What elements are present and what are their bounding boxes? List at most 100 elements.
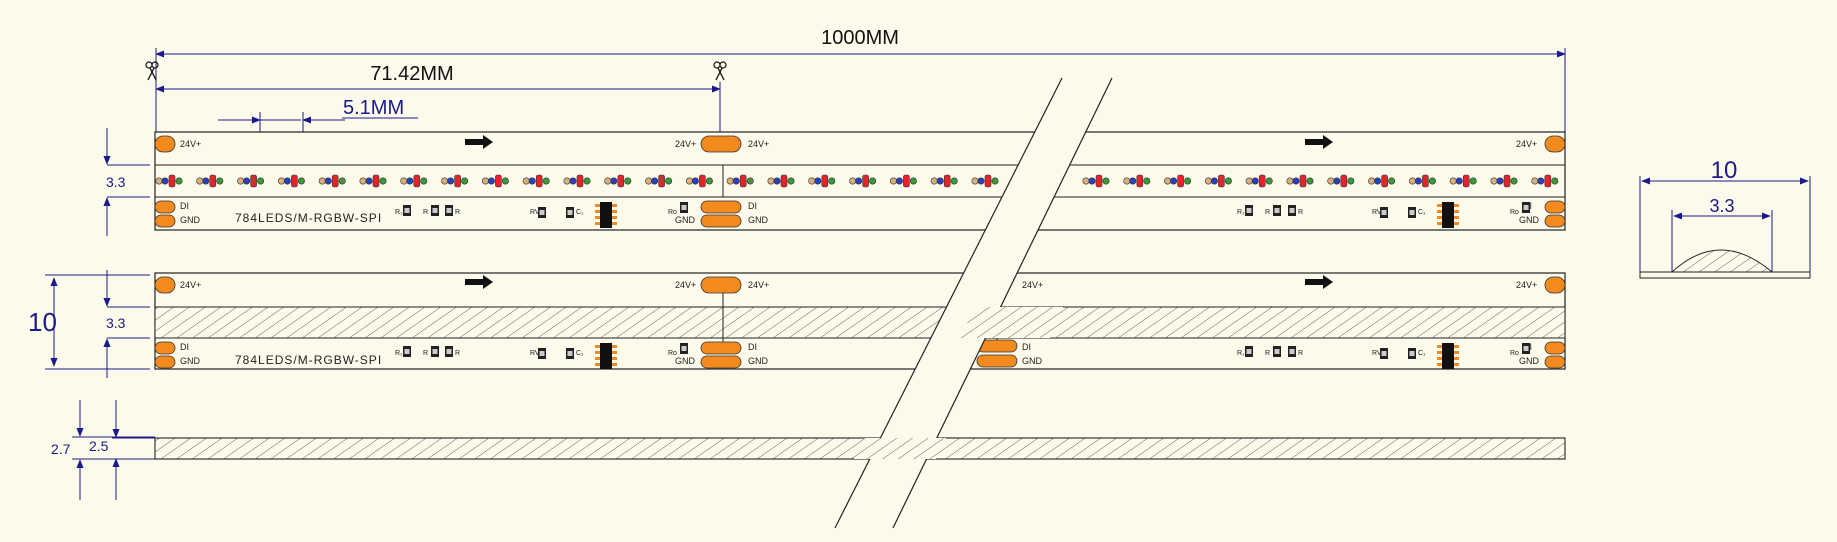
solder-pad bbox=[154, 355, 176, 369]
component-label: C₁ bbox=[1418, 350, 1426, 357]
dimension-led-width-top bbox=[103, 128, 150, 236]
component-label: C₁ bbox=[576, 209, 584, 216]
component-label: RV bbox=[530, 209, 540, 216]
label-positive: 24V+ bbox=[675, 139, 696, 149]
label-positive: 24V+ bbox=[180, 139, 201, 149]
led-chip bbox=[359, 174, 387, 188]
solder-pad bbox=[700, 135, 742, 153]
led-row-top bbox=[155, 174, 1559, 188]
led-chip bbox=[604, 174, 632, 188]
direction-arrow-icon bbox=[1305, 275, 1333, 289]
led-chip bbox=[971, 174, 999, 188]
model-label: 784LEDS/M-RGBW-SPI bbox=[235, 211, 382, 225]
solder-pad bbox=[700, 355, 742, 369]
label-positive: 24V+ bbox=[1516, 280, 1537, 290]
label-data-in: DI bbox=[1022, 342, 1031, 352]
component-label: R₁ bbox=[395, 350, 403, 357]
thickness-inner-label: 2.5 bbox=[89, 438, 109, 454]
label-ground: GND bbox=[675, 356, 696, 366]
component-label: RV bbox=[1372, 350, 1382, 357]
component-label: R bbox=[455, 209, 460, 216]
solder-pad bbox=[1544, 214, 1566, 228]
solder-pad bbox=[154, 200, 176, 214]
component-label: R₁ bbox=[395, 209, 403, 216]
label-data-in: DI bbox=[748, 342, 757, 352]
led-chip bbox=[1245, 174, 1273, 188]
led-chip bbox=[1164, 174, 1192, 188]
solder-pad bbox=[154, 214, 176, 228]
solder-pad bbox=[700, 200, 742, 214]
solder-pad bbox=[1544, 200, 1566, 214]
led-chip bbox=[1449, 174, 1477, 188]
label-positive: 24V+ bbox=[180, 280, 201, 290]
component-label: R₁ bbox=[1237, 350, 1245, 357]
label-ground: GND bbox=[180, 356, 201, 366]
led-chip bbox=[1123, 174, 1151, 188]
solder-pad bbox=[1544, 135, 1566, 153]
led-chip bbox=[1082, 174, 1110, 188]
component-label: RV bbox=[1372, 209, 1382, 216]
wedge-hatch-strip2 bbox=[960, 307, 1063, 338]
led-chip bbox=[522, 174, 550, 188]
led-chip bbox=[1327, 174, 1355, 188]
solder-pad bbox=[154, 276, 176, 294]
component-label: R bbox=[1265, 209, 1270, 216]
component-label: Ro bbox=[1510, 350, 1519, 357]
led-chip bbox=[441, 174, 469, 188]
label-data-in: DI bbox=[748, 201, 757, 211]
pads-top bbox=[154, 135, 1566, 228]
component-label: R bbox=[423, 350, 428, 357]
solder-pad bbox=[700, 276, 742, 294]
label-positive: 24V+ bbox=[748, 280, 769, 290]
component-label: R₁ bbox=[1237, 209, 1245, 216]
led-chip bbox=[889, 174, 917, 188]
solder-pad bbox=[976, 354, 1018, 368]
component-label: Ro bbox=[1510, 209, 1519, 216]
component-label: R bbox=[1298, 209, 1303, 216]
label-ground: GND bbox=[180, 215, 201, 225]
led-chip bbox=[155, 174, 183, 188]
label-ground: GND bbox=[1519, 356, 1540, 366]
dimension-strip-width bbox=[45, 274, 150, 370]
led-chip bbox=[1531, 174, 1559, 188]
led-chip bbox=[685, 174, 713, 188]
component-label: R bbox=[1265, 350, 1270, 357]
solder-pad bbox=[1544, 341, 1566, 355]
label-positive: 24V+ bbox=[675, 280, 696, 290]
solder-pad bbox=[1544, 355, 1566, 369]
component-label: Ro bbox=[668, 350, 677, 357]
ic-chip bbox=[1437, 202, 1459, 228]
label-positive: 24V+ bbox=[748, 139, 769, 149]
led-chip bbox=[400, 174, 428, 188]
led-chip bbox=[481, 174, 509, 188]
led-width-label-mid: 3.3 bbox=[106, 315, 126, 331]
label-ground: GND bbox=[748, 356, 769, 366]
direction-arrow-icon bbox=[1305, 135, 1333, 149]
label-positive: 24V+ bbox=[1516, 139, 1537, 149]
dimension-led-width-mid bbox=[103, 270, 150, 378]
label-data-in: DI bbox=[180, 201, 189, 211]
solder-pad bbox=[154, 341, 176, 355]
led-chip bbox=[645, 174, 673, 188]
direction-arrow-icon bbox=[465, 275, 493, 289]
label-positive: 24V+ bbox=[1022, 280, 1043, 290]
scissors-icon bbox=[713, 61, 727, 81]
led-chip bbox=[563, 174, 591, 188]
led-chip bbox=[726, 174, 754, 188]
component-label: C₁ bbox=[1418, 209, 1426, 216]
led-chip bbox=[196, 174, 224, 188]
led-chip bbox=[1490, 174, 1518, 188]
label-ground: GND bbox=[1022, 356, 1043, 366]
component-label: R bbox=[423, 209, 428, 216]
ic-chip bbox=[1437, 343, 1459, 369]
strip-top-view bbox=[154, 131, 1566, 231]
component-label: R bbox=[455, 350, 460, 357]
led-chip bbox=[767, 174, 795, 188]
label-ground: GND bbox=[675, 215, 696, 225]
component-label: R bbox=[1298, 350, 1303, 357]
profile-cross-section bbox=[1639, 176, 1811, 279]
dimension-cut-unit bbox=[155, 82, 721, 134]
component-label: Ro bbox=[668, 209, 677, 216]
solder-pad bbox=[154, 135, 176, 153]
